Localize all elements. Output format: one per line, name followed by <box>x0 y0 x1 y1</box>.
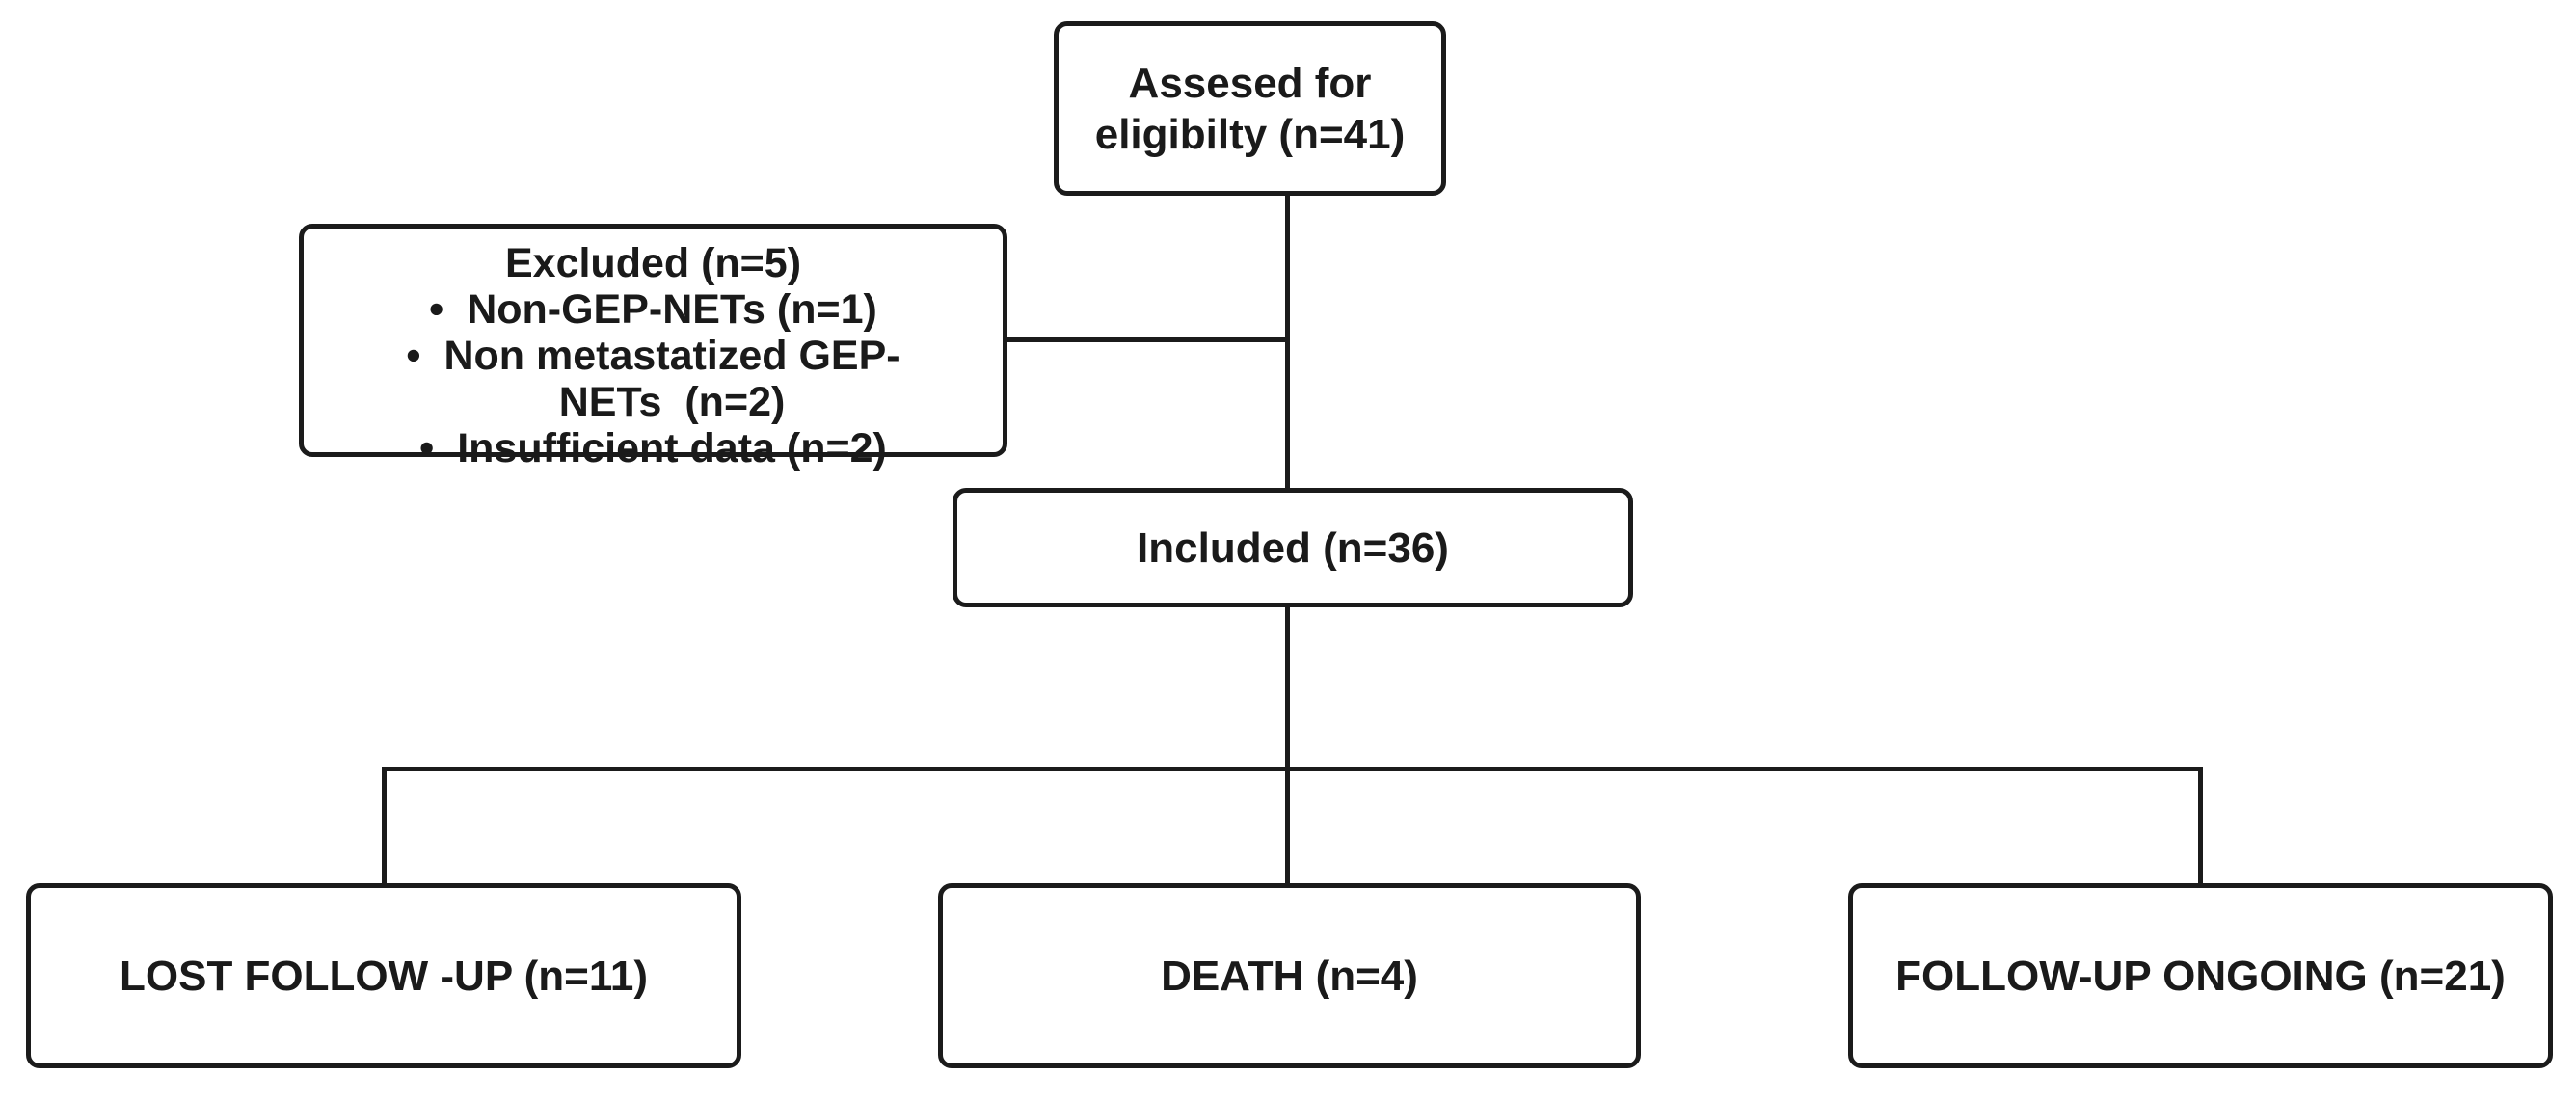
connector-branch-to-ongoing <box>2198 767 2203 883</box>
connector-included-to-branch <box>1285 607 1290 769</box>
bullet-icon: • <box>406 333 421 379</box>
excluded-item-text: Non-GEP-NETs (n=1) <box>467 286 877 333</box>
node-death: DEATH (n=4) <box>938 883 1641 1068</box>
excluded-item: • Non-GEP-NETs (n=1) <box>406 286 899 333</box>
assessed-label: Assesed for eligibilty (n=41) <box>1094 59 1406 158</box>
node-included: Included (n=36) <box>953 488 1633 607</box>
excluded-item: • Insufficient data (n=2) <box>406 425 899 471</box>
follow-up-ongoing-label: FOLLOW-UP ONGOING (n=21) <box>1895 952 2506 1000</box>
excluded-title: Excluded (n=5) <box>504 240 802 286</box>
connector-branch-to-death <box>1285 767 1290 883</box>
excluded-item-text: Non metastatized GEP- NETs (n=2) <box>443 333 900 425</box>
node-excluded: Excluded (n=5) •Non-GEP-NETs (n=1)•Non m… <box>299 224 1007 471</box>
connector-branch-horizontal <box>382 767 2203 771</box>
excluded-item-text: Insufficient data (n=2) <box>457 425 887 471</box>
node-lost-follow-up: LOST FOLLOW -UP (n=11) <box>26 883 741 1068</box>
lost-follow-up-label: LOST FOLLOW -UP (n=11) <box>120 952 648 1000</box>
excluded-item: • Non metastatized GEP- NETs (n=2) <box>406 333 899 425</box>
bullet-icon: • <box>419 425 435 471</box>
node-assessed-for-eligibility: Assesed for eligibilty (n=41) <box>1054 21 1446 196</box>
bullet-icon: • <box>429 286 444 333</box>
included-label: Included (n=36) <box>1137 524 1449 572</box>
connector-excluded-branch <box>1007 337 1290 342</box>
excluded-item-list: •Non-GEP-NETs (n=1)•Non metastatized GEP… <box>406 286 899 471</box>
death-label: DEATH (n=4) <box>1161 952 1418 1000</box>
node-follow-up-ongoing: FOLLOW-UP ONGOING (n=21) <box>1848 883 2553 1068</box>
connector-branch-to-lost <box>382 767 387 883</box>
